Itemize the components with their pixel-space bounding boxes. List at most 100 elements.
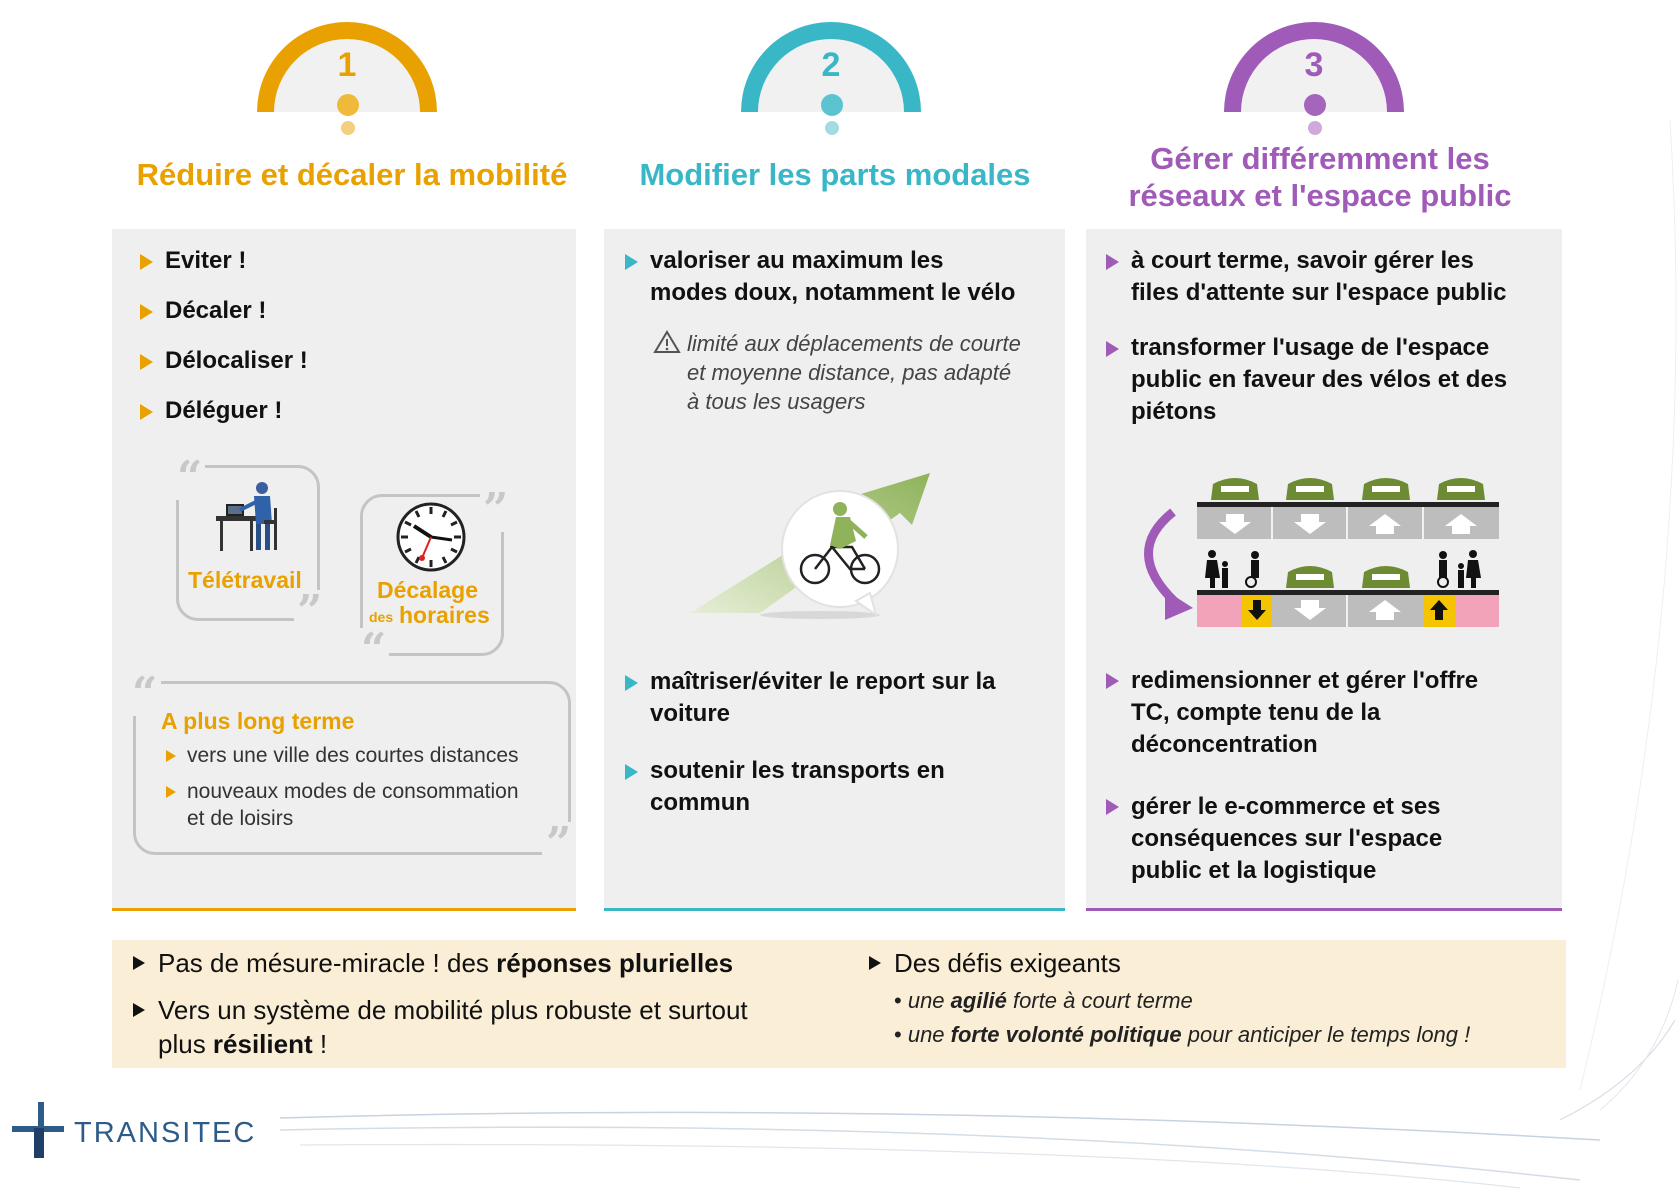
right-item-1-a: une <box>907 988 951 1013</box>
col3-bullet-2-line3: piétons <box>1131 398 1217 425</box>
bullet-arrow-icon <box>1106 254 1119 270</box>
warning-line-1: limité aux déplacements de courte <box>687 331 1021 356</box>
bullet-arrow-icon <box>1106 341 1119 357</box>
road-reallocation-diagram <box>1144 478 1499 627</box>
bullet-arrow-icon <box>140 254 153 270</box>
summary-band <box>112 940 1566 1068</box>
bullet-dot-icon: • <box>894 988 908 1013</box>
close-quote-icon: ” <box>480 488 512 532</box>
decalage-label: Décalage <box>377 577 479 603</box>
bullet-arrow-icon <box>869 956 881 970</box>
bullet-arrow-icon <box>625 254 638 270</box>
column-3-title: Gérer différemment les réseaux et l'espa… <box>1080 140 1560 214</box>
column-1-panel <box>112 229 576 911</box>
close-quote-icon: ” <box>542 822 576 866</box>
clock-icon <box>396 502 466 572</box>
decalage-horaires-card <box>360 494 504 656</box>
long-term-item-2: nouveaux modes de consommation <box>187 780 519 803</box>
bullet-arrow-icon <box>133 1003 145 1017</box>
col3-bullet-3-line2: TC, compte tenu de la <box>1131 699 1381 726</box>
col3-bullet-4-line3: public et la logistique <box>1131 857 1377 884</box>
teletravail-card <box>176 465 320 621</box>
summary-right-item-2: • une forte volonté politique pour antic… <box>894 1022 1470 1048</box>
col1-bullet-eviter: Eviter ! <box>165 247 247 274</box>
summary-left-2-end: ! <box>312 1029 328 1059</box>
col2-bullet-2-line2: voiture <box>650 700 731 727</box>
col2-bullet-3-line1: soutenir les transports en <box>650 757 945 784</box>
col3-bullet-4-line2: conséquences sur l'espace <box>1131 825 1443 852</box>
warning-triangle-icon <box>653 330 681 353</box>
step-3-dot <box>1304 94 1326 116</box>
summary-left-2-line1: Vers un système de mobilité plus robuste… <box>158 995 748 1025</box>
warning-line-3: à tous les usagers <box>687 389 866 414</box>
col3-bullet-2-line1: transformer l'usage de l'espace <box>1131 334 1490 361</box>
bullet-arrow-icon <box>140 404 153 420</box>
pedestrian-icon <box>1205 550 1481 588</box>
bullet-dot-icon: • <box>894 1022 908 1047</box>
open-quote-icon: “ <box>358 628 390 672</box>
summary-right-title: Des défis exigeants <box>894 948 1121 978</box>
right-item-2-c: pour anticiper le temps long ! <box>1181 1022 1471 1047</box>
step-1-dot-small <box>341 121 355 135</box>
summary-left-2-bold: résilient <box>212 1029 313 1059</box>
modal-shift-illustration <box>690 473 930 619</box>
long-term-item-2b: et de loisirs <box>187 807 294 830</box>
step-3-number: 3 <box>1304 46 1324 84</box>
bullet-arrow-icon <box>625 675 638 691</box>
summary-left-1: Pas de mésure-miracle ! des réponses plu… <box>158 948 733 979</box>
decalage-des-label: des <box>369 609 394 625</box>
step-2-dot <box>821 94 843 116</box>
step-3-dot-small <box>1308 121 1322 135</box>
col3-bullet-1-line1: à court terme, savoir gérer les <box>1131 247 1474 274</box>
col2-bullet-2-line1: maîtriser/éviter le report sur la <box>650 668 996 695</box>
bullet-arrow-icon <box>140 354 153 370</box>
summary-right-item-1: • une agilié forte à court terme <box>894 988 1193 1014</box>
col3-bullet-4-line1: gérer le e-commerce et ses <box>1131 793 1441 820</box>
step-1-number: 1 <box>337 46 357 84</box>
bullet-arrow-icon <box>140 304 153 320</box>
col1-bullet-delocaliser: Délocaliser ! <box>165 347 308 374</box>
bullet-arrow-icon <box>625 764 638 780</box>
bullet-arrow-icon <box>133 956 145 970</box>
warning-line-2: et moyenne distance, pas adapté <box>687 360 1012 385</box>
col3-bullet-2-line2: public en faveur des vélos et des <box>1131 366 1508 393</box>
summary-left-2-line2: plus résilient ! <box>158 1029 327 1060</box>
right-item-2-a: une <box>907 1022 951 1047</box>
person-at-desk-icon <box>216 482 277 551</box>
teletravail-label: Télétravail <box>188 567 302 593</box>
summary-left-1-text: Pas de mésure-miracle ! des <box>158 948 497 978</box>
step-2-dot-small <box>825 121 839 135</box>
open-quote-icon: “ <box>174 456 206 500</box>
long-term-item-1: vers une ville des courtes distances <box>187 744 519 767</box>
col2-bullet-3-line2: commun <box>650 789 751 816</box>
bullet-arrow-icon <box>1106 799 1119 815</box>
long-term-title: A plus long terme <box>161 708 355 734</box>
bullet-arrow-icon <box>166 750 176 762</box>
column-3-title-line1: Gérer différemment les <box>1150 141 1490 176</box>
column-1-title: Réduire et décaler la mobilité <box>136 157 568 192</box>
long-term-card <box>133 681 571 855</box>
right-item-1-c: forte à court terme <box>1006 988 1193 1013</box>
col3-bullet-3-line3: déconcentration <box>1131 731 1318 758</box>
col1-bullet-deleguer: Déléguer ! <box>165 397 283 424</box>
transitec-logo-text: TRANSITEC <box>74 1117 257 1149</box>
bullet-arrow-icon <box>166 786 176 798</box>
column-2-title: Modifier les parts modales <box>639 157 1031 192</box>
close-quote-icon: ” <box>294 590 326 634</box>
summary-left-2-text: plus <box>158 1029 213 1059</box>
open-quote-icon: “ <box>128 672 162 716</box>
step-1-dot <box>337 94 359 116</box>
column-3-title-line2: réseaux et l'espace public <box>1128 178 1512 214</box>
step-2-number: 2 <box>821 46 841 84</box>
col2-bullet-1-line2: modes doux, notamment le vélo <box>650 279 1016 306</box>
col3-bullet-3-line1: redimensionner et gérer l'offre <box>1131 667 1479 694</box>
col1-bullet-decaler: Décaler ! <box>165 297 267 324</box>
transitec-logo-icon <box>12 1102 64 1158</box>
bullet-arrow-icon <box>1106 673 1119 689</box>
horaires-label: horaires <box>399 602 490 628</box>
col3-bullet-1-line2: files d'attente sur l'espace public <box>1131 279 1507 306</box>
col2-bullet-1-line1: valoriser au maximum les <box>650 247 944 274</box>
right-item-1-b: agilié <box>950 988 1007 1013</box>
right-item-2-b: forte volonté politique <box>950 1022 1182 1047</box>
